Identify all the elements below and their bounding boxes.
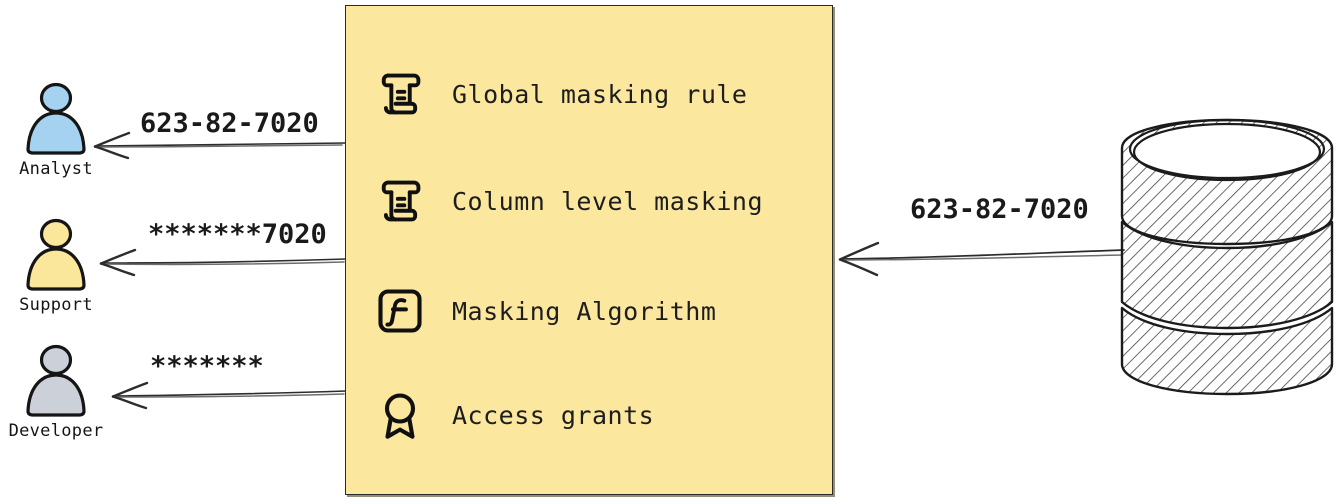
flow-label-developer: *******: [150, 351, 264, 382]
actor-label: Support: [19, 295, 93, 315]
flow-from-database: 623-82-7020: [836, 194, 1126, 277]
analyst-avatar-icon: [26, 82, 86, 155]
arrow-left-icon: [111, 381, 347, 410]
panel-row-access-grants[interactable]: Access grants: [374, 389, 654, 441]
flow-to-analyst: 623-82-7020: [92, 108, 348, 160]
panel-row-global-masking-rule[interactable]: Global masking rule: [374, 68, 747, 120]
panel-row-label: Column level masking: [452, 186, 764, 216]
scroll-icon: [381, 180, 421, 222]
actor-label: Analyst: [19, 159, 93, 179]
arrow-left-icon: [838, 241, 1125, 277]
flow-label-support: *******7020: [148, 219, 327, 250]
flow-label-analyst: 623-82-7020: [140, 108, 319, 139]
panel-row-masking-algorithm[interactable]: Masking Algorithm: [374, 285, 716, 337]
actor-developer[interactable]: Developer: [2, 344, 110, 441]
arrow-left-icon: [99, 248, 347, 277]
masking-controls-panel: Global masking rule Column level masking: [345, 5, 833, 495]
panel-row-label: Access grants: [452, 400, 655, 430]
database-cylinder[interactable]: [1112, 112, 1340, 404]
panel-row-label: Masking Algorithm: [452, 296, 717, 326]
actor-label: Developer: [8, 421, 104, 441]
panel-row-label: Global masking rule: [452, 79, 748, 109]
flow-to-developer: *******: [110, 351, 348, 410]
award-icon: [384, 393, 416, 439]
arrow-left-icon: [93, 131, 347, 160]
database-cylinder-icon: [1120, 118, 1334, 396]
flow-label-database: 623-82-7020: [910, 194, 1089, 225]
panel-row-column-level-masking[interactable]: Column level masking: [374, 175, 763, 227]
flow-to-support: *******7020: [98, 219, 348, 277]
support-avatar-icon: [26, 218, 86, 291]
scroll-icon: [381, 73, 421, 115]
function-icon: [378, 289, 422, 333]
actor-analyst[interactable]: Analyst: [2, 82, 110, 179]
actor-support[interactable]: Support: [2, 218, 110, 315]
developer-avatar-icon: [26, 344, 86, 417]
